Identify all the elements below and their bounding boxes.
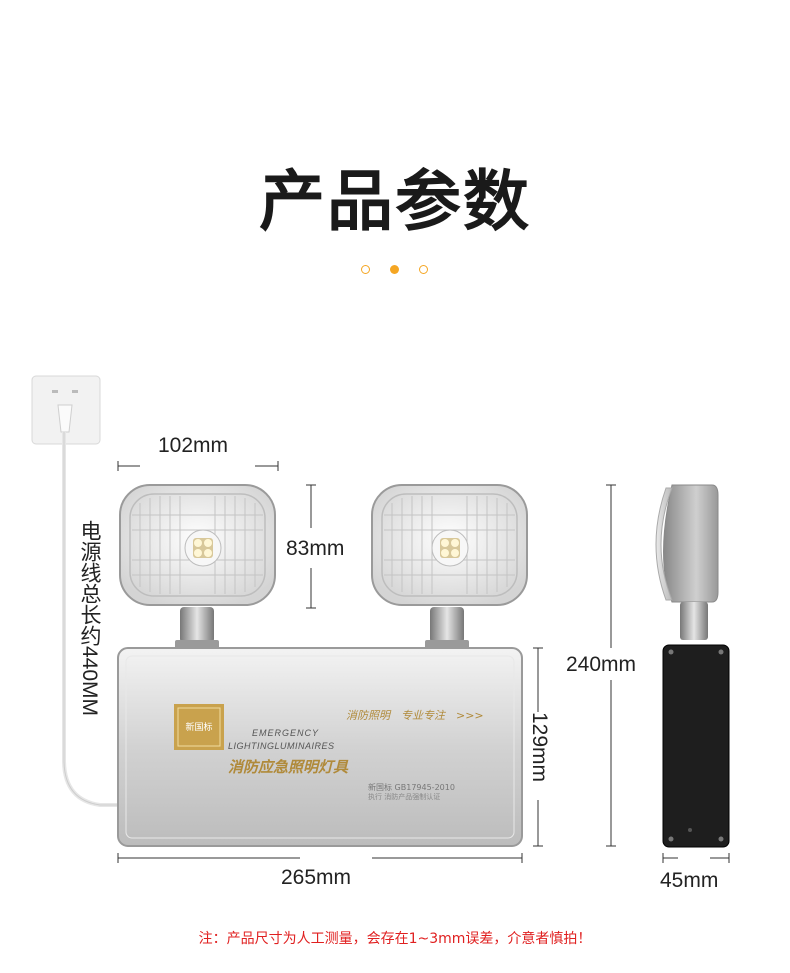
- wall-socket: [31, 375, 101, 445]
- label-cert: 执行 消防产品强制认证: [368, 793, 441, 801]
- brand-badge: [174, 704, 224, 750]
- total-height-label: 240mm: [566, 653, 637, 676]
- indicator-dot: [361, 265, 370, 274]
- lamp-side-view: [655, 484, 730, 848]
- cable-length-label: 电源线总长约440MM: [78, 520, 101, 717]
- page-title: 产品参数: [259, 163, 531, 240]
- badge-text: 新国标: [185, 723, 213, 733]
- lamp-body-front: [117, 647, 523, 847]
- label-standard: 新国标 GB17945-2010: [368, 783, 455, 792]
- depth-label: 45mm: [660, 869, 719, 892]
- label-cn-name: 消防应急照明灯具: [228, 758, 349, 776]
- indicator-dot: [419, 265, 428, 274]
- label-en-line2: LIGHTINGLUMINAIRES: [228, 741, 335, 751]
- dimension-lines: [117, 461, 730, 863]
- label-en-line1: EMERGENCY: [252, 728, 320, 738]
- head-width-label: 102mm: [158, 434, 229, 457]
- measurement-note: 注：产品尺寸为人工测量，会存在1~3mm误差，介意者慎拍！: [198, 931, 592, 947]
- label-slogan: 消防照明 专业专注 >>>: [346, 709, 484, 722]
- indicator-dot-active: [390, 265, 399, 274]
- carousel-indicator: [361, 265, 431, 277]
- head-height-label: 83mm: [286, 537, 345, 560]
- body-height-label: 129mm: [528, 712, 551, 783]
- lamp-head-left: [119, 484, 276, 650]
- body-width-label: 265mm: [281, 866, 352, 889]
- lamp-head-right: [371, 484, 528, 650]
